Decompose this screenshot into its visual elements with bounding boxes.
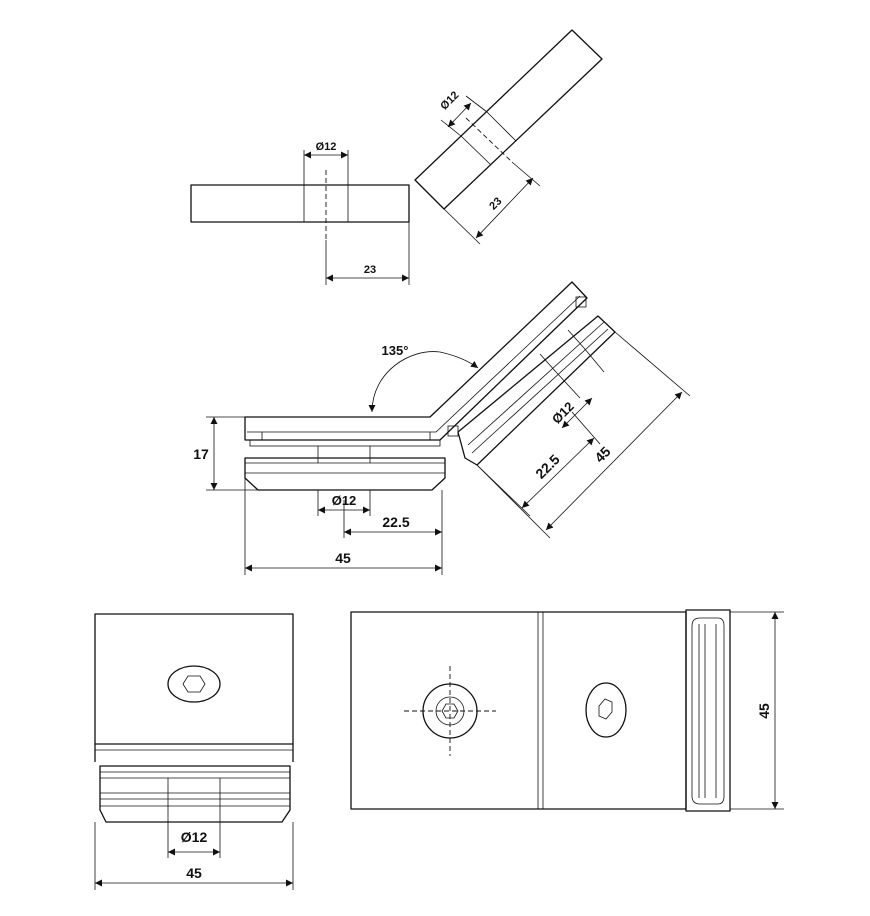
- screw-icon: [167, 665, 221, 703]
- width-label: 45: [335, 550, 351, 566]
- clamp-front-view: Ø12 45: [94, 613, 294, 890]
- angled-half-width-label: 22.5: [532, 451, 563, 482]
- screw-icon: [585, 682, 627, 738]
- angle-label: 135°: [382, 343, 409, 358]
- width-label: 23: [487, 195, 504, 212]
- clamp-plan-view: 45: [350, 609, 784, 812]
- height-label: 45: [756, 703, 772, 719]
- width-label: 23: [364, 264, 376, 276]
- clamp-side-view: 135° 17 Ø12 22.5 45 Ø12 22.5: [193, 281, 691, 575]
- gasket-angled-view: Ø12 23: [414, 29, 603, 245]
- diameter-label: Ø12: [438, 89, 461, 112]
- height-label: 17: [193, 446, 209, 462]
- half-width-label: 22.5: [382, 514, 409, 530]
- screw-icon: [422, 683, 478, 739]
- diameter-label: Ø12: [316, 141, 337, 153]
- gasket-straight-view: Ø12 23: [190, 141, 410, 285]
- width-label: 45: [186, 865, 202, 881]
- angled-width-label: 45: [591, 443, 613, 465]
- diameter-label: Ø12: [181, 829, 208, 845]
